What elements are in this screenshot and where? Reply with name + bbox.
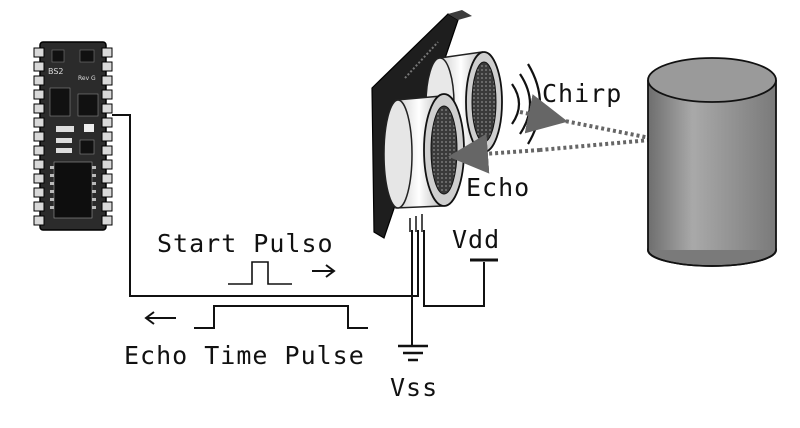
ground-symbol <box>398 344 428 362</box>
microcontroller-board: BS2 Rev G <box>33 41 113 231</box>
start-pulse-waveform <box>228 261 292 285</box>
vdd-label: Vdd <box>452 225 500 254</box>
right-arrow-icon <box>312 264 336 278</box>
board-chip-label: BS2 <box>48 67 64 76</box>
echo-label: Echo <box>466 173 530 202</box>
chirp-label: Chirp <box>542 79 622 108</box>
target-object-cylinder <box>647 57 777 267</box>
sound-wave-arcs <box>511 63 542 145</box>
vdd-wire <box>423 230 485 307</box>
vss-label: Vss <box>390 373 438 402</box>
ultrasonic-sensor <box>371 10 503 239</box>
signal-wires <box>112 114 485 346</box>
echo-pulse-waveform <box>194 305 368 329</box>
receiver-transducer <box>383 93 465 209</box>
trigger-wire <box>112 114 419 297</box>
echo-time-pulse-label: Echo Time Pulse <box>124 341 365 370</box>
start-pulse-label: Start Pulso <box>157 229 334 258</box>
board-rev-label: Rev G <box>78 75 96 82</box>
left-arrow-icon <box>144 311 176 325</box>
beam-paths <box>448 94 651 174</box>
